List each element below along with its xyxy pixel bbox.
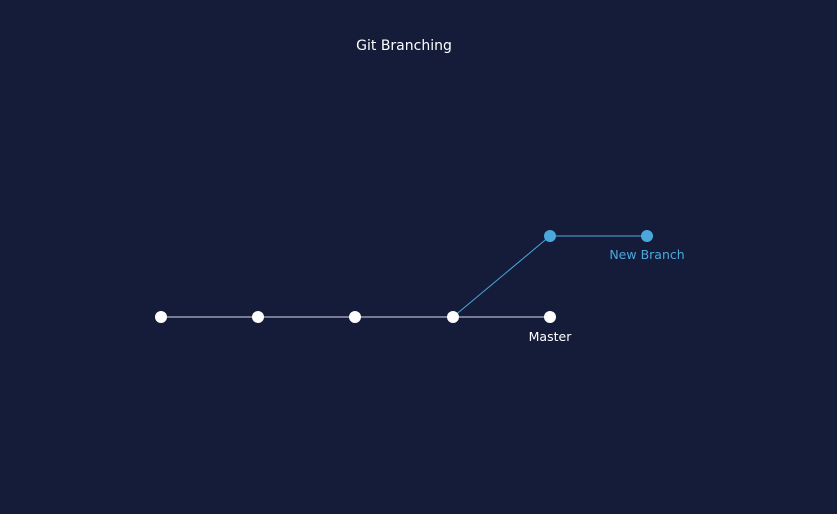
diagram-title: Git Branching: [356, 38, 452, 54]
master-commit-node: [544, 311, 556, 323]
master-commit-node: [447, 311, 459, 323]
new-branch-commit-node: [544, 230, 556, 242]
new-branch-commit-node: [641, 230, 653, 242]
master-commit-node: [155, 311, 167, 323]
master-commit-node: [349, 311, 361, 323]
new-branch-label: New Branch: [609, 247, 684, 262]
master-branch-label: Master: [529, 329, 573, 344]
master-commit-node: [252, 311, 264, 323]
branch-connector-line: [452, 235, 551, 318]
